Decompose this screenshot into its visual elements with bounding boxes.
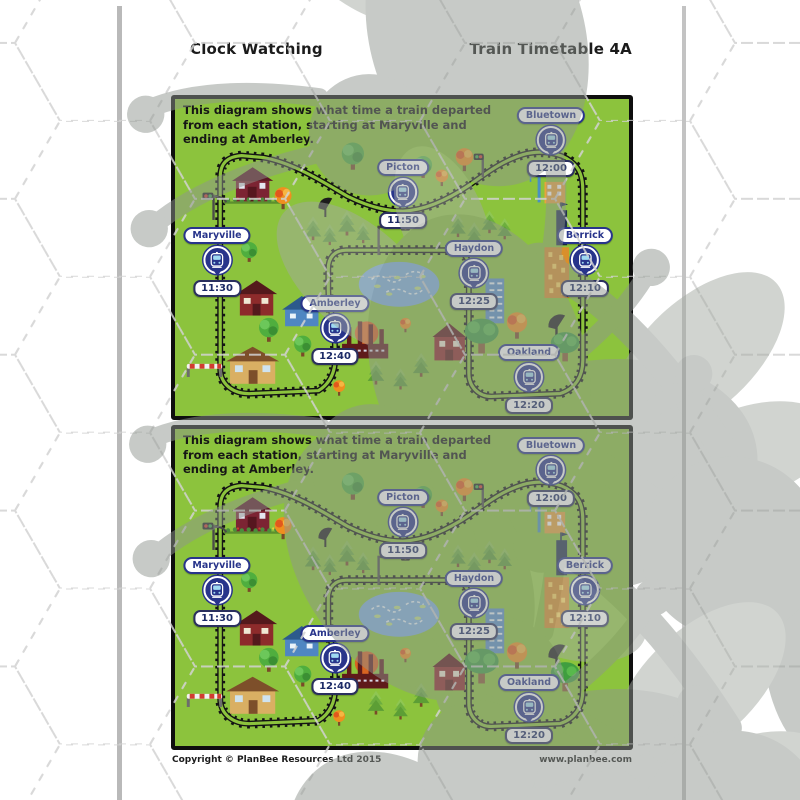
train-icon (542, 131, 561, 150)
train-badge (203, 246, 231, 274)
railway-diagram-bottom: This diagram shows what time a train dep… (171, 425, 633, 750)
train-badge (514, 363, 543, 391)
station-maryville: Maryville 11:30 (183, 557, 251, 627)
station-name-label: Oakland (497, 674, 561, 691)
train-badge (459, 259, 488, 287)
departure-time-label: 11:50 (379, 542, 427, 559)
station-name-label: Maryville (183, 557, 251, 574)
station-bluetown: Bluetown 12:00 (516, 107, 586, 177)
station-name-label: Picton (377, 159, 429, 176)
departure-time-label: 12:40 (311, 678, 359, 695)
train-badge (320, 314, 349, 342)
station-picton: Picton 11:50 (377, 159, 429, 229)
departure-time-label: 11:30 (193, 610, 241, 627)
station-name-label: Picton (377, 489, 429, 506)
train-badge (537, 126, 565, 154)
station-name-label: Oakland (497, 344, 561, 361)
train-icon (208, 581, 227, 600)
train-icon (575, 581, 594, 600)
train-icon (394, 513, 413, 532)
departure-time-label: 12:25 (450, 623, 498, 640)
station-name-label: Amberley (300, 625, 370, 642)
train-badge (537, 456, 565, 484)
station-berrick: Berrick 12:10 (556, 557, 614, 627)
train-badge (389, 508, 417, 536)
station-name-label: Berrick (556, 557, 614, 574)
train-icon (575, 251, 594, 270)
page-title: Clock Watching (190, 40, 323, 58)
departure-time-label: 12:10 (561, 610, 609, 627)
instruction-text: This diagram shows what time a train dep… (183, 103, 492, 147)
departure-time-label: 12:20 (505, 727, 553, 744)
departure-time-label: 12:00 (527, 490, 575, 507)
worksheet-sheet: Clock Watching Train Timetable 4A This d… (117, 6, 686, 800)
page-subtitle: Train Timetable 4A (469, 40, 632, 58)
station-name-label: Bluetown (516, 437, 586, 454)
train-icon (464, 264, 483, 283)
departure-time-label: 12:20 (505, 397, 553, 414)
station-name-label: Amberley (300, 295, 370, 312)
station-haydon: Haydon 12:25 (444, 570, 504, 640)
instruction-text: This diagram shows what time a train dep… (183, 433, 492, 477)
station-picton: Picton 11:50 (377, 489, 429, 559)
train-badge (389, 178, 417, 206)
train-badge (203, 576, 231, 604)
train-icon (394, 183, 413, 202)
departure-time-label: 11:50 (379, 212, 427, 229)
departure-time-label: 12:10 (561, 280, 609, 297)
station-name-label: Bluetown (516, 107, 586, 124)
train-badge (320, 644, 349, 672)
station-amberley: Amberley 12:40 (300, 295, 370, 365)
departure-time-label: 12:25 (450, 293, 498, 310)
footer-website: www.planbee.com (539, 755, 632, 765)
departure-time-label: 12:00 (527, 160, 575, 177)
railway-diagram-top: This diagram shows what time a train dep… (171, 95, 633, 420)
station-oakland: Oakland 12:20 (497, 344, 561, 414)
station-bluetown: Bluetown 12:00 (516, 437, 586, 507)
train-icon (519, 698, 538, 717)
train-icon (542, 461, 561, 480)
station-haydon: Haydon 12:25 (444, 240, 504, 310)
train-badge (459, 589, 488, 617)
departure-time-label: 12:40 (311, 348, 359, 365)
train-icon (519, 368, 538, 387)
train-icon (325, 649, 344, 668)
train-badge (514, 693, 543, 721)
train-badge (570, 246, 599, 274)
train-icon (464, 594, 483, 613)
train-badge (570, 576, 599, 604)
footer-copyright: Copyright © PlanBee Resources Ltd 2015 (172, 755, 382, 765)
station-oakland: Oakland 12:20 (497, 674, 561, 744)
station-name-label: Haydon (444, 240, 504, 257)
station-maryville: Maryville 11:30 (183, 227, 251, 297)
station-name-label: Berrick (556, 227, 614, 244)
train-icon (208, 251, 227, 270)
station-berrick: Berrick 12:10 (556, 227, 614, 297)
train-icon (325, 319, 344, 338)
station-amberley: Amberley 12:40 (300, 625, 370, 695)
departure-time-label: 11:30 (193, 280, 241, 297)
station-name-label: Haydon (444, 570, 504, 587)
station-name-label: Maryville (183, 227, 251, 244)
